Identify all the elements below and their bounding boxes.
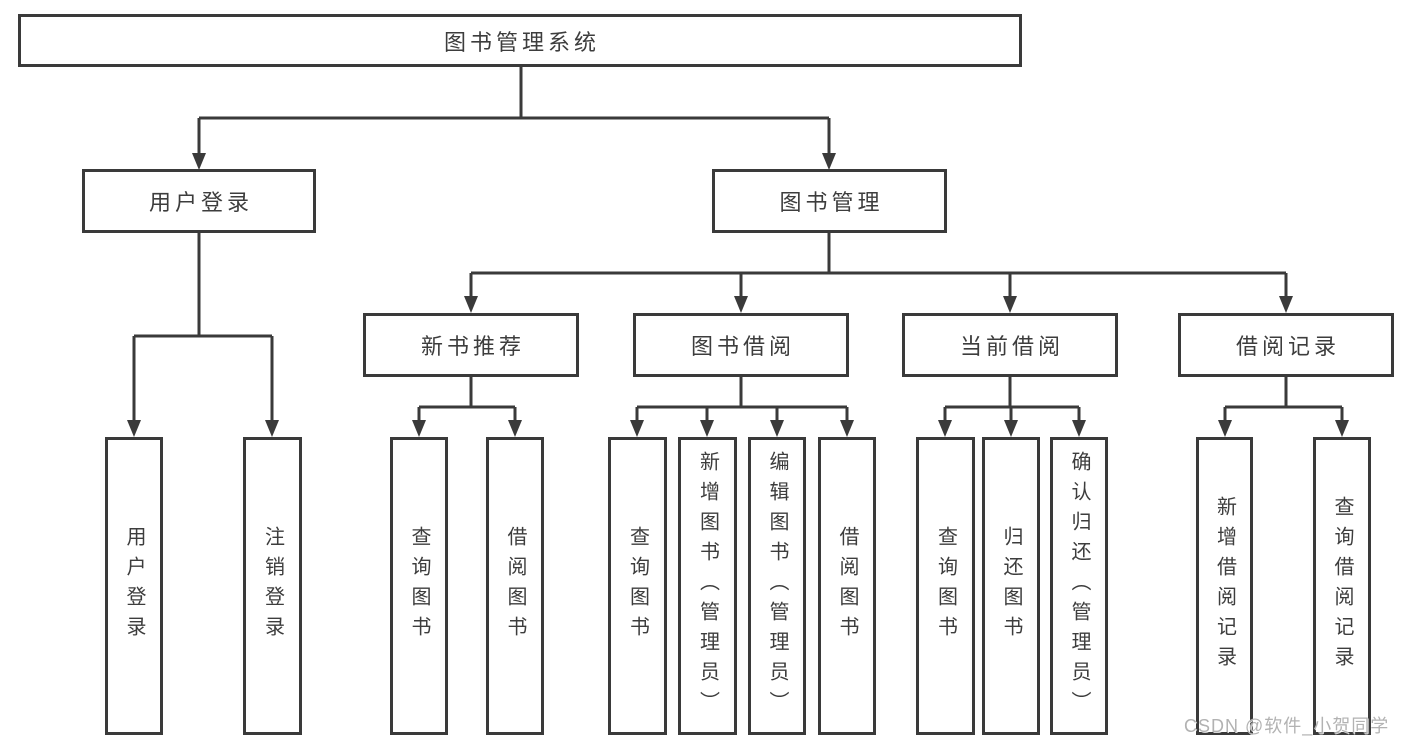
node-borrow-records: 借阅记录 [1178, 313, 1394, 377]
node-book-borrow-label: 图书借阅 [690, 334, 795, 359]
leaf-br-add-record-label: 新增借阅记录 [1213, 496, 1236, 676]
arrowheads [127, 153, 1349, 437]
leaf-nbr-borrow-books-label: 借阅图书 [504, 526, 526, 646]
leaf-nbr-query-books-label: 查询图书 [408, 526, 430, 646]
leaf-cb-confirm-return-admin-label: 确认归还（管理员） [1068, 451, 1090, 721]
node-current-borrow-label: 当前借阅 [959, 334, 1064, 359]
node-new-book-recommend: 新书推荐 [363, 313, 579, 377]
leaf-user-login: 用户登录 [105, 437, 163, 735]
node-book-borrow: 图书借阅 [633, 313, 849, 377]
leaf-bb-edit-books-admin: 编辑图书（管理员） [748, 437, 806, 735]
leaf-bb-edit-books-admin-label: 编辑图书（管理员） [766, 451, 788, 721]
leaf-br-query-record: 查询借阅记录 [1313, 437, 1371, 735]
node-user-login-label: 用户登录 [148, 190, 253, 215]
leaf-cb-confirm-return-admin: 确认归还（管理员） [1050, 437, 1108, 735]
leaf-bb-borrow-books-label: 借阅图书 [836, 526, 858, 646]
leaf-bb-query-books-label: 查询图书 [626, 526, 649, 646]
leaf-br-query-record-label: 查询借阅记录 [1331, 496, 1353, 676]
leaf-cb-return-books: 归还图书 [982, 437, 1040, 735]
node-user-login: 用户登录 [82, 169, 316, 233]
leaf-nbr-query-books: 查询图书 [390, 437, 448, 735]
node-book-management: 图书管理 [712, 169, 947, 233]
leaf-bb-query-books: 查询图书 [608, 437, 667, 735]
leaf-bb-add-books-admin-label: 新增图书（管理员） [696, 451, 719, 721]
node-book-management-label: 图书管理 [779, 190, 884, 215]
leaf-nbr-borrow-books: 借阅图书 [486, 437, 544, 735]
csdn-watermark: CSDN @软件_小贺同学 [1184, 716, 1390, 736]
node-borrow-records-label: 借阅记录 [1235, 334, 1340, 359]
node-current-borrow: 当前借阅 [902, 313, 1118, 377]
leaf-cb-query-books-label: 查询图书 [934, 526, 957, 646]
node-new-book-recommend-label: 新书推荐 [420, 334, 525, 359]
leaf-user-login-label: 用户登录 [123, 526, 145, 646]
leaf-br-add-record: 新增借阅记录 [1196, 437, 1253, 735]
node-root-label: 图书管理系统 [443, 29, 600, 55]
leaf-cb-return-books-label: 归还图书 [1000, 526, 1022, 646]
leaf-bb-add-books-admin: 新增图书（管理员） [678, 437, 737, 735]
leaf-cb-query-books: 查询图书 [916, 437, 975, 735]
leaf-bb-borrow-books: 借阅图书 [818, 437, 876, 735]
node-root: 图书管理系统 [18, 14, 1022, 67]
leaf-logout: 注销登录 [243, 437, 302, 735]
leaf-logout-label: 注销登录 [261, 526, 284, 646]
